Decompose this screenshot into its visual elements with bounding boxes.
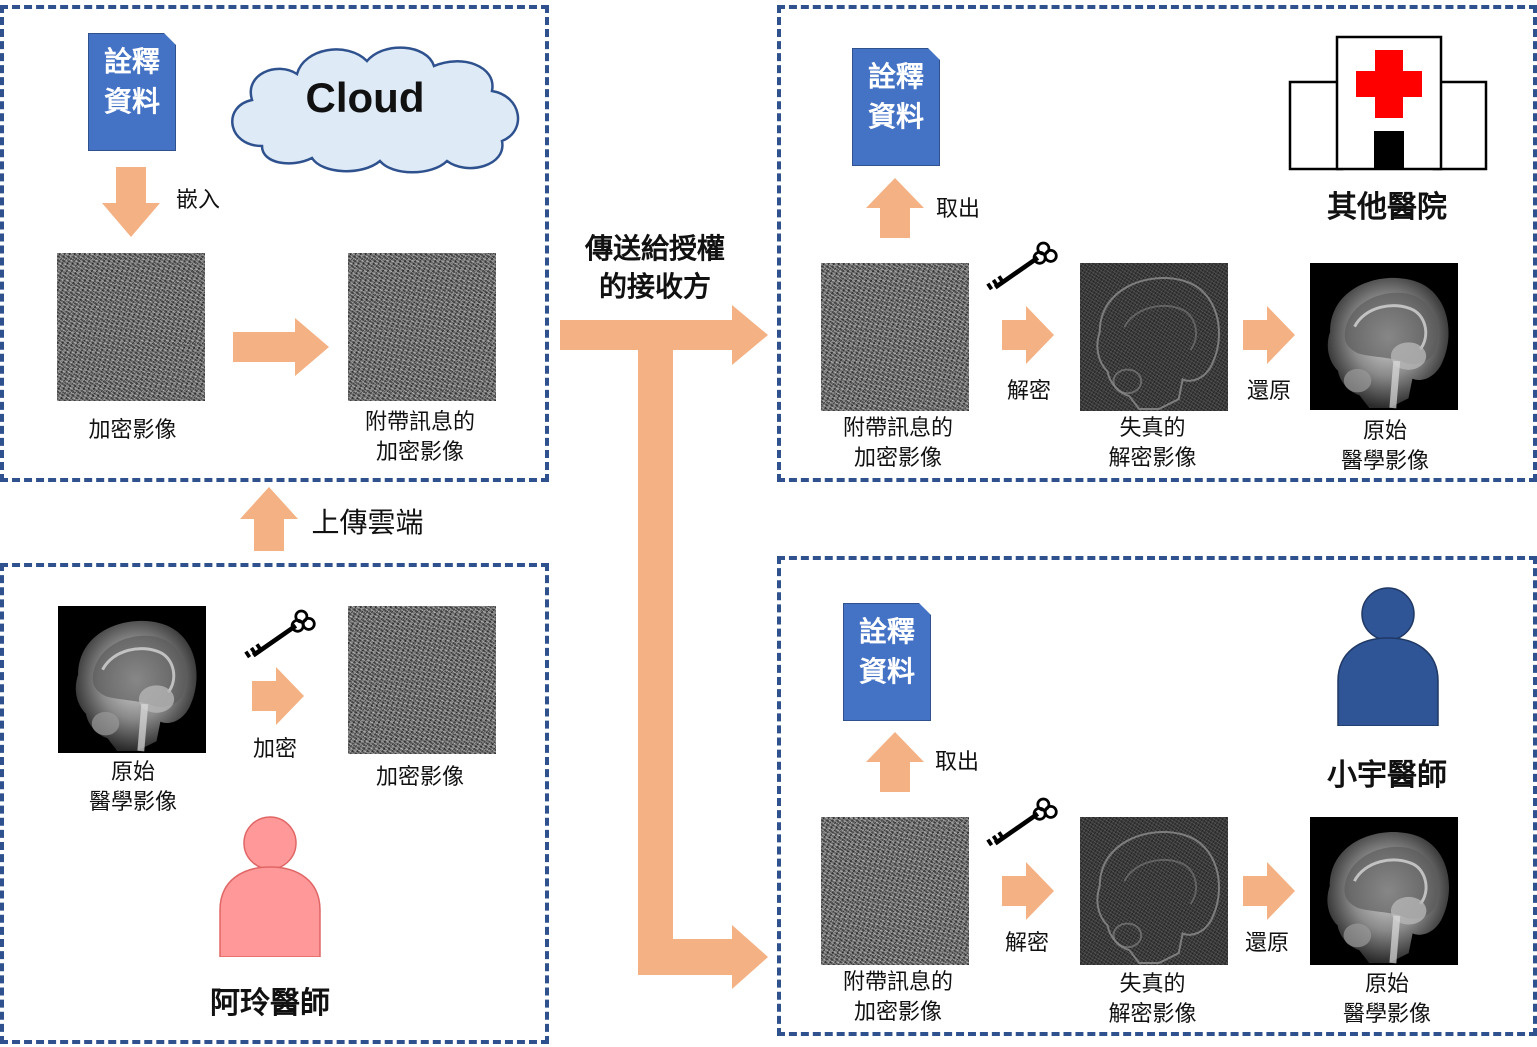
- encrypted-with-info-label: 附帶訊息的 加密影像: [364, 410, 475, 465]
- restore-label-bottom: 還原: [1244, 931, 1289, 956]
- right-arrow-decrypt-bottom: [1002, 862, 1054, 920]
- cloud-icon: [231, 46, 520, 174]
- panel-cloud: [0, 5, 549, 482]
- up-arrow-extract-bottom: [866, 732, 924, 792]
- right-arrow-encrypt: [252, 667, 304, 725]
- panel-other-hospital: [777, 5, 1537, 482]
- upload-label: 上傳雲端: [311, 506, 424, 539]
- encrypted-image-bottom-label: 加密影像: [375, 765, 464, 790]
- other-hospital-label: 其他醫院: [1327, 190, 1447, 225]
- encrypted-with-info-top-right: [821, 263, 969, 411]
- doctor-aling-label: 阿玲醫師: [210, 986, 330, 1021]
- key-icon: [244, 606, 318, 664]
- decrypt-label-top: 解密: [1006, 379, 1051, 404]
- original-medical-image-top-right: [1310, 263, 1458, 410]
- up-arrow-extract-top: [866, 178, 924, 238]
- metadata-document-bottom-right: 詮釋 資料: [843, 602, 932, 721]
- key-icon-bottom-right: [986, 794, 1060, 852]
- encrypted-image-label: 加密影像: [88, 418, 177, 443]
- encrypted-image-with-info: [348, 253, 496, 401]
- cloud-label: Cloud: [305, 74, 425, 121]
- encrypted-with-info-bottom-right-label: 附帶訊息的 加密影像: [842, 970, 953, 1025]
- original-medical-image-bottom-right-label: 原始 醫學影像: [1342, 972, 1431, 1027]
- encrypted-image-bottom: [348, 606, 496, 754]
- doctor-xiaoyu-label: 小宇醫師: [1327, 758, 1447, 793]
- embed-label: 嵌入: [175, 188, 220, 213]
- extract-label-bottom: 取出: [934, 750, 979, 775]
- down-arrow-embed: [102, 167, 160, 237]
- original-medical-image-label: 原始 醫學影像: [88, 760, 177, 815]
- panel-doctor-aling: [0, 563, 549, 1044]
- transmit-arrow: [560, 305, 768, 989]
- right-arrow-decrypt-top: [1002, 306, 1054, 364]
- distorted-decrypted-image-bottom: [1080, 817, 1228, 965]
- distorted-decrypted-label-top: 失真的 解密影像: [1108, 416, 1197, 471]
- doctor-male-icon: [1337, 587, 1439, 726]
- original-medical-image-top-right-label: 原始 醫學影像: [1340, 419, 1429, 474]
- up-arrow-upload: [240, 487, 298, 551]
- panel-doctor-xiaoyu: [777, 556, 1537, 1036]
- hospital-icon: [1288, 35, 1488, 171]
- metadata-document: 詮釋 資料: [88, 32, 177, 151]
- metadata-document-top-right: 詮釋 資料: [852, 47, 941, 166]
- encrypt-label: 加密: [252, 737, 297, 762]
- right-arrow-embed: [233, 318, 329, 376]
- original-medical-image: [58, 606, 206, 753]
- distorted-decrypted-label-bottom: 失真的 解密影像: [1108, 972, 1197, 1027]
- key-icon-top-right: [986, 238, 1060, 296]
- restore-label-top: 還原: [1246, 379, 1291, 404]
- decrypt-label-bottom: 解密: [1004, 931, 1049, 956]
- encrypted-with-info-top-right-label: 附帶訊息的 加密影像: [842, 416, 953, 471]
- doctor-female-icon: [219, 816, 321, 957]
- encrypted-image: [57, 253, 205, 401]
- right-arrow-restore-bottom: [1243, 862, 1295, 920]
- distorted-decrypted-image-top: [1080, 263, 1228, 411]
- original-medical-image-bottom-right: [1310, 817, 1458, 965]
- right-arrow-restore-top: [1243, 306, 1295, 364]
- transmit-label: 傳送給授權 的接收方: [584, 232, 725, 303]
- encrypted-with-info-bottom-right: [821, 817, 969, 965]
- extract-label-top: 取出: [935, 197, 980, 222]
